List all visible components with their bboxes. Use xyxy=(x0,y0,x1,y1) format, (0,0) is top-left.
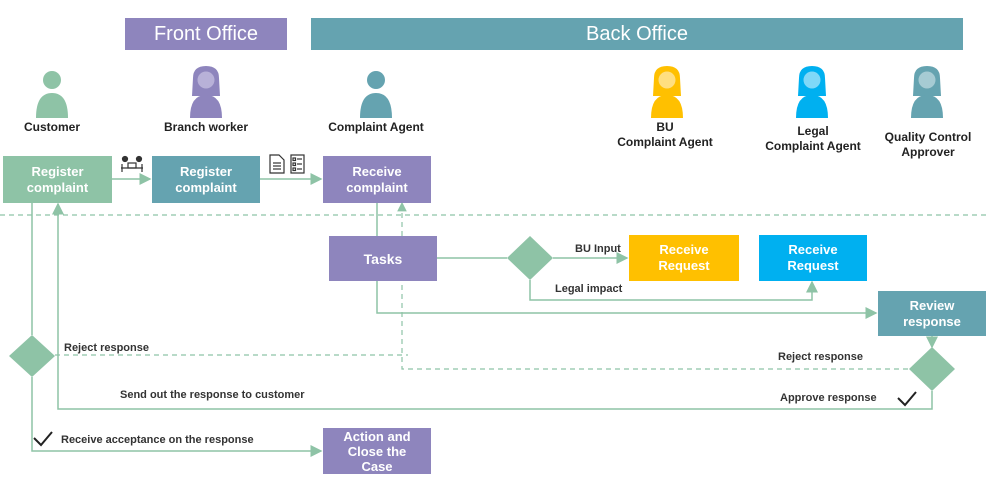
decision-diamond-customer xyxy=(9,335,55,377)
actor-label-bu-agent: BU Complaint Agent xyxy=(617,120,713,149)
edge-reject-right xyxy=(397,201,908,370)
customer-icon xyxy=(36,71,68,118)
checklist-icon xyxy=(290,154,305,174)
actor-label-branch-worker: Branch worker xyxy=(163,120,249,134)
actor-label-quality-approver: Quality Control Approver xyxy=(884,130,972,159)
decision-diamond-tasks xyxy=(507,236,553,280)
actor-label-legal-agent: Legal Complaint Agent xyxy=(765,124,861,153)
check-icon-accept xyxy=(33,431,53,447)
legal-agent-icon xyxy=(796,66,828,118)
edge-label-approve: Approve response xyxy=(780,392,877,404)
action-close-case-box: Action and Close the Case xyxy=(323,428,431,474)
actor-label-complaint-agent: Complaint Agent xyxy=(328,120,424,134)
edge-label-bu-input: BU Input xyxy=(575,243,621,255)
check-icon-approve xyxy=(897,391,917,407)
back-office-header: Back Office xyxy=(311,18,963,50)
decision-diamond-approve xyxy=(909,347,955,391)
front-office-header: Front Office xyxy=(125,18,287,50)
complaint-agent-icon xyxy=(360,71,392,118)
edge-label-send-out: Send out the response to customer xyxy=(120,389,305,401)
tasks-box: Tasks xyxy=(329,236,437,281)
branch-worker-icon xyxy=(190,66,222,118)
register-complaint-customer-box: Register complaint xyxy=(3,156,112,203)
document-icon xyxy=(269,154,285,174)
edge-send-out xyxy=(52,202,933,410)
bu-receive-request-box: Receive Request xyxy=(629,235,739,281)
edge-accept xyxy=(31,377,323,457)
edge-label-legal-impact: Legal impact xyxy=(555,283,623,295)
edge-tasks-review xyxy=(376,281,878,319)
legal-receive-request-box: Receive Request xyxy=(759,235,867,281)
actor-label-customer: Customer xyxy=(23,120,80,134)
review-response-box: Review response xyxy=(878,291,986,336)
receive-complaint-box: Receive complaint xyxy=(323,156,431,203)
edge-legal-impact xyxy=(529,280,818,301)
edge-label-reject-left: Reject response xyxy=(64,342,149,354)
quality-approver-icon xyxy=(911,66,943,118)
edge-label-reject-right: Reject response xyxy=(778,351,863,363)
bu-agent-icon xyxy=(651,66,683,118)
register-complaint-branch-box: Register complaint xyxy=(152,156,260,203)
edge-label-accept: Receive acceptance on the response xyxy=(61,434,254,446)
meeting-icon xyxy=(121,155,143,172)
